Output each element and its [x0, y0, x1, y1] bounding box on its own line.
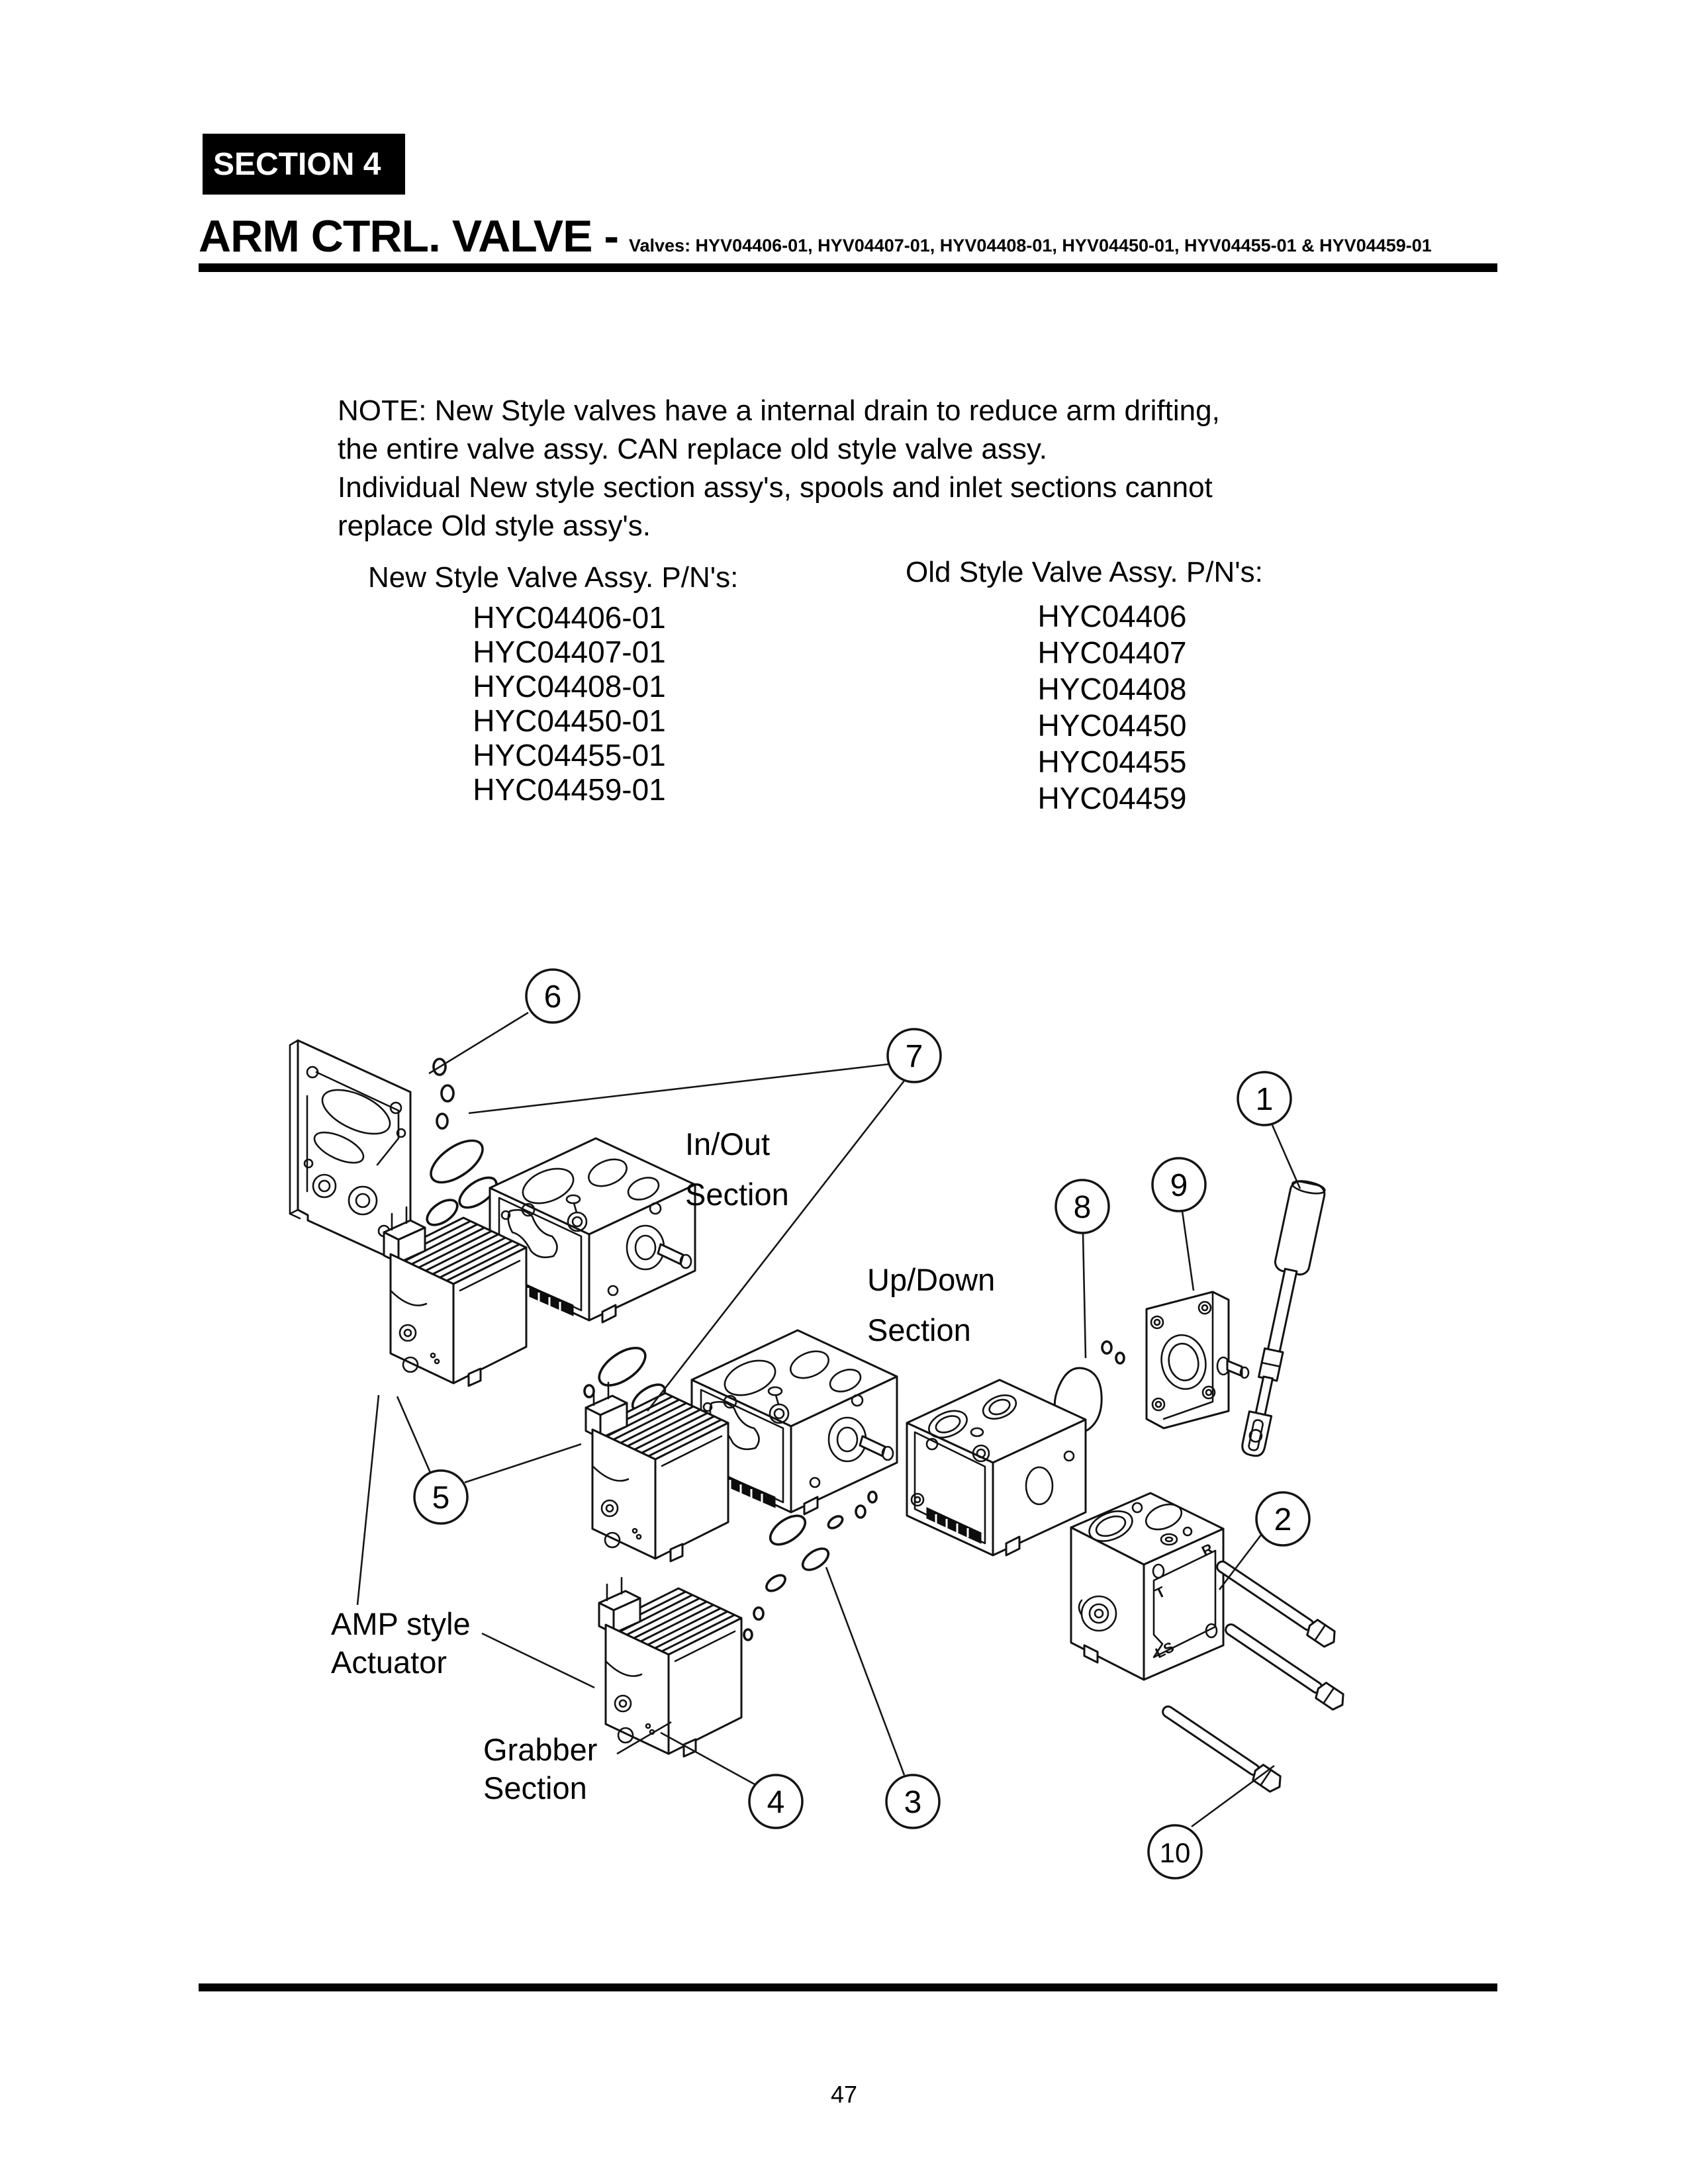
grabber-valve-body [906, 1379, 1087, 1557]
leader-6 [428, 1011, 529, 1075]
list-item: HYC04455-01 [473, 738, 666, 772]
note-line-1: NOTE: New Style valves have a internal d… [338, 394, 1220, 427]
label-updown-1: Up/Down [867, 1262, 995, 1297]
callout-8-number: 8 [1074, 1190, 1092, 1225]
callout-1-circle [1237, 1071, 1292, 1126]
label-grabber-1: Grabber [483, 1732, 597, 1767]
note-paragraph: NOTE: New Style valves have a internal d… [338, 392, 1220, 545]
new-style-list: HYC04406-01 HYC04407-01 HYC04408-01 HYC0… [371, 600, 768, 807]
oring-cluster-c [743, 1490, 878, 1641]
note-line-2: the entire valve assy. CAN replace old s… [338, 433, 1047, 465]
old-style-heading: Old Style Valve Assy. P/N's: [906, 556, 1263, 588]
callout-9-number: 9 [1170, 1168, 1188, 1203]
leader-7b [646, 1080, 906, 1412]
leader-10 [1191, 1764, 1275, 1828]
footer-rule [199, 1983, 1497, 1991]
oring-set-plate [432, 1058, 455, 1130]
leader-3 [825, 1567, 906, 1776]
callout-1: 1 [1237, 1071, 1292, 1126]
callout-4: 4 [748, 1774, 804, 1829]
list-item: HYC04407 [1037, 635, 1187, 670]
callout-3-circle [885, 1774, 941, 1829]
header-rule [199, 263, 1497, 272]
list-item: HYC04407-01 [473, 635, 666, 669]
list-item: HYC04455 [1037, 745, 1187, 779]
valves-subtitle: Valves: HYV04406-01, HYV04407-01, HYV044… [628, 236, 1432, 255]
new-style-heading: New Style Valve Assy. P/N's: [368, 561, 739, 594]
page-title: ARM CTRL. VALVE - [199, 211, 619, 261]
callout-4-circle [748, 1774, 804, 1829]
callout-10-number: 10 [1160, 1837, 1191, 1868]
note-line-4: replace Old style assy's. [338, 510, 651, 542]
list-item: HYC04406-01 [473, 600, 666, 635]
leader-8 [1082, 1232, 1087, 1359]
label-updown-2: Section [867, 1312, 971, 1347]
callout-2-circle [1255, 1491, 1311, 1547]
callout-5-circle [413, 1469, 469, 1525]
leader-1 [1271, 1124, 1301, 1189]
leader-7a [468, 1063, 889, 1115]
callout-3-number: 3 [904, 1785, 922, 1820]
callout-7-number: 7 [906, 1039, 923, 1074]
inlet-plate [289, 1039, 412, 1259]
control-handle [1241, 1180, 1326, 1457]
leader-9 [1181, 1210, 1195, 1291]
section-badge: SECTION 4 [203, 134, 405, 195]
list-item: HYC04450 [1037, 708, 1187, 743]
label-grabber-2: Section [483, 1770, 587, 1805]
page-title-row: ARM CTRL. VALVE - Valves: HYV04406-01, H… [199, 210, 1432, 262]
callout-7: 7 [886, 1028, 942, 1083]
section-badge-label: SECTION 4 [213, 146, 381, 182]
label-amp-1: AMP style [331, 1606, 471, 1641]
callout-5-number: 5 [432, 1480, 450, 1516]
callout-2-number: 2 [1274, 1502, 1292, 1537]
list-item: HYC04408-01 [473, 669, 666, 704]
list-item: HYC04450-01 [473, 704, 666, 738]
old-style-list: HYC04406 HYC04407 HYC04408 HYC04450 HYC0… [914, 598, 1311, 817]
leader-4 [660, 1731, 755, 1786]
callout-9-circle [1151, 1157, 1207, 1212]
callout-10: 10 [1147, 1824, 1203, 1880]
callout-4-number: 4 [767, 1785, 785, 1820]
callout-5: 5 [413, 1469, 469, 1525]
note-line-3: Individual New style section assy's, spo… [338, 471, 1213, 504]
amp-actuator-grabber [598, 1576, 743, 1758]
leader-grabber [616, 1721, 672, 1755]
leader-amp-b [481, 1632, 595, 1689]
label-inout-1: In/Out [685, 1126, 770, 1161]
callout-7-circle [886, 1028, 942, 1083]
actuator-bracket [1145, 1291, 1250, 1430]
callout-9: 9 [1151, 1157, 1207, 1212]
callout-10-circle [1147, 1824, 1203, 1880]
leader-5b [464, 1443, 582, 1484]
callout-8-circle [1055, 1179, 1110, 1234]
list-item: HYC04408 [1037, 672, 1187, 706]
bolt-3 [1157, 1700, 1286, 1796]
list-item: HYC04459-01 [473, 772, 666, 807]
leader-amp-a [356, 1394, 380, 1606]
leader-2 [1218, 1533, 1263, 1590]
leader-5a [396, 1396, 432, 1473]
callout-1-number: 1 [1256, 1082, 1274, 1117]
callout-6-circle [525, 968, 581, 1024]
callout-3: 3 [885, 1774, 941, 1829]
list-item: HYC04459 [1037, 781, 1187, 815]
end-block: R T LS [1070, 1492, 1225, 1681]
label-inout-2: Section [685, 1177, 789, 1212]
label-amp-2: Actuator [331, 1645, 447, 1680]
callout-8: 8 [1055, 1179, 1110, 1234]
page-number: 47 [830, 2081, 858, 2108]
list-item: HYC04406 [1037, 599, 1187, 633]
callout-6-number: 6 [544, 979, 562, 1015]
callout-2: 2 [1255, 1491, 1311, 1547]
callout-6: 6 [525, 968, 581, 1024]
oring-pair-8 [1101, 1340, 1125, 1365]
